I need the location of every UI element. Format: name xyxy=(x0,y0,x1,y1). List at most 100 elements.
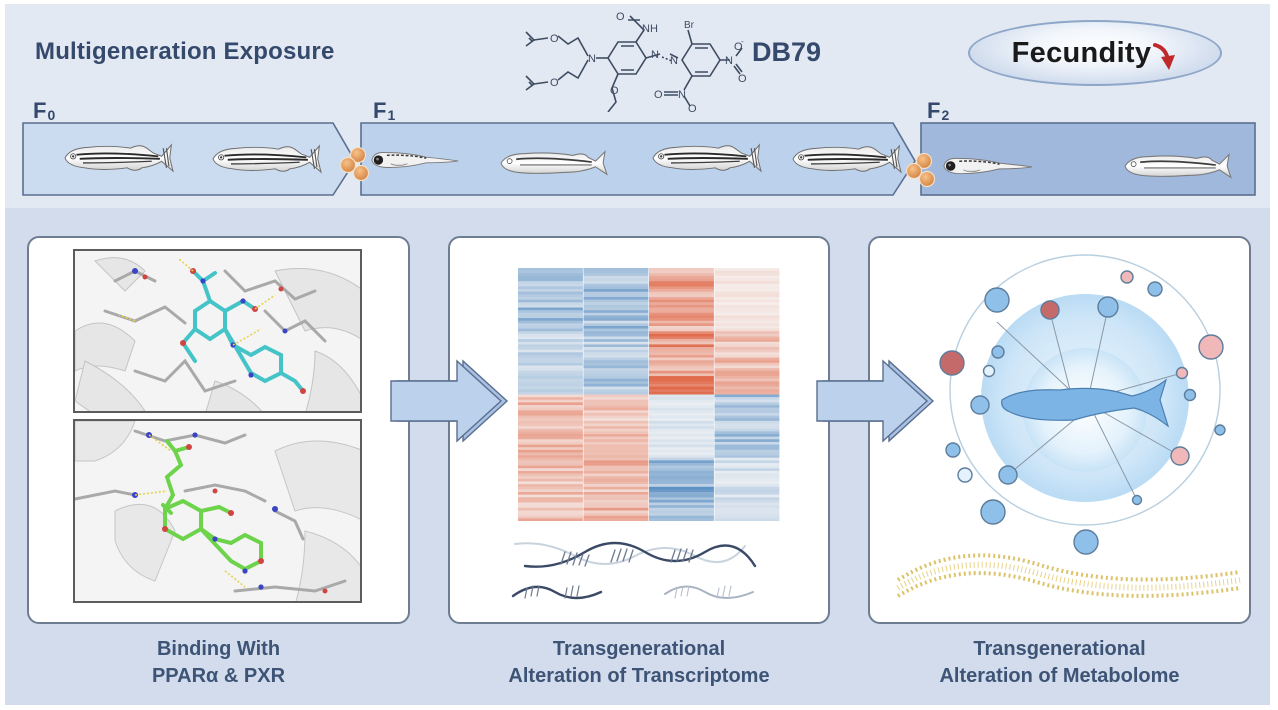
heatmap-cell xyxy=(714,325,780,329)
heatmap-cell xyxy=(714,299,780,303)
heatmap-cell xyxy=(583,386,649,390)
heatmap-cell xyxy=(649,481,714,485)
atom-n: N xyxy=(670,55,678,67)
heatmap-cell xyxy=(518,302,583,306)
heatmap-cell xyxy=(714,486,780,490)
heatmap-cell xyxy=(649,452,714,456)
heatmap-cell xyxy=(583,275,649,279)
heatmap-cell xyxy=(518,333,583,337)
flow-arrow-right xyxy=(390,359,509,443)
heatmap-cell xyxy=(714,518,780,521)
heatmap-cell xyxy=(583,273,649,277)
heatmap-cell xyxy=(583,410,649,414)
heatmap-cell xyxy=(518,489,583,493)
heatmap-cell xyxy=(714,281,780,285)
heatmap-cell xyxy=(583,278,649,282)
heatmap-cell xyxy=(649,515,714,519)
heatmap-cell xyxy=(518,478,583,482)
heatmap-cell xyxy=(649,315,714,319)
heatmap-cell xyxy=(714,465,780,469)
heatmap-cell xyxy=(583,444,649,448)
heatmap-cell xyxy=(518,360,583,364)
heatmap-cell xyxy=(649,318,714,322)
heatmap-cell xyxy=(583,426,649,430)
heatmap-cell xyxy=(518,336,583,340)
metabolite-nodes xyxy=(939,270,1226,555)
heatmap-cell xyxy=(583,341,649,345)
heatmap-cell xyxy=(583,373,649,377)
heatmap-cell xyxy=(714,436,780,440)
transcriptome-heatmap xyxy=(518,268,780,521)
heatmap-cell xyxy=(714,399,780,403)
heatmap-cell xyxy=(649,468,714,472)
heatmap-cell xyxy=(518,283,583,287)
caption-line: Binding With xyxy=(156,638,281,660)
heatmap-cell xyxy=(583,420,649,424)
heatmap-cell xyxy=(583,515,649,519)
heatmap-cell xyxy=(583,507,649,511)
atom-o: O xyxy=(738,73,747,85)
heatmap-cell xyxy=(649,518,714,521)
heatmap-cell xyxy=(714,347,780,350)
heatmap-cell xyxy=(583,484,649,488)
heatmap-cell xyxy=(518,299,583,303)
lipid-membrane-icon xyxy=(896,553,1241,598)
heatmap-cell xyxy=(649,368,714,372)
heatmap-cell xyxy=(518,423,583,427)
heatmap-cell xyxy=(518,389,583,393)
down-arrow-icon xyxy=(1153,43,1176,70)
atom-br: Br xyxy=(684,20,695,31)
heatmap-cell xyxy=(583,415,649,419)
heatmap-cell xyxy=(649,426,714,430)
heatmap-cell xyxy=(649,418,714,422)
heatmap-cell xyxy=(649,465,714,469)
heatmap-cell xyxy=(583,397,649,401)
heatmap-cell xyxy=(649,455,714,459)
heatmap-cell xyxy=(518,447,583,451)
heatmap-cell xyxy=(714,410,780,414)
heatmap-cell xyxy=(518,510,583,514)
heatmap-cell xyxy=(583,455,649,459)
heatmap-cell xyxy=(649,341,714,345)
heatmap-cell xyxy=(649,328,714,332)
heatmap-cell xyxy=(714,423,780,427)
heatmap-cell xyxy=(518,452,583,456)
heatmap-cell xyxy=(518,383,583,387)
atom-o: O xyxy=(734,41,743,53)
heatmap-cell xyxy=(714,389,780,393)
heatmap-cell xyxy=(518,339,583,343)
heatmap-cell xyxy=(714,470,780,474)
heatmap-cell xyxy=(518,436,583,440)
heatmap-cell xyxy=(714,494,780,498)
heatmap-cell xyxy=(583,310,649,314)
heatmap-cell xyxy=(583,486,649,490)
heatmap-cell xyxy=(649,444,714,448)
heatmap-cell xyxy=(583,389,649,393)
compound-name: DB79 xyxy=(752,37,822,67)
heatmap-cell xyxy=(649,394,714,398)
heatmap-cell xyxy=(518,499,583,503)
heatmap-cell xyxy=(649,378,714,382)
heatmap-cell xyxy=(649,439,714,443)
structure-bonds xyxy=(525,15,743,112)
heatmap-cell xyxy=(518,318,583,322)
heatmap-cell xyxy=(583,365,649,369)
heatmap-cell xyxy=(649,347,714,350)
generation-label-f0: F0 xyxy=(33,98,56,123)
heatmap-cell xyxy=(714,428,780,432)
caption-line: Alteration of Metabolome xyxy=(939,665,1180,687)
generation-label-f1: F1 xyxy=(373,98,396,123)
heatmap-cell xyxy=(583,499,649,503)
heatmap-cell xyxy=(649,291,714,295)
heatmap-cell xyxy=(649,296,714,300)
heatmap-cell xyxy=(649,449,714,453)
heatmap-cell xyxy=(518,296,583,300)
metabolome-network xyxy=(896,254,1241,598)
heatmap-cell xyxy=(518,481,583,485)
atom-nh: NH xyxy=(642,23,658,35)
heatmap-cell xyxy=(583,473,649,477)
heatmap-cell xyxy=(583,312,649,316)
heatmap-cell xyxy=(583,436,649,440)
heatmap-cell xyxy=(714,357,780,361)
heatmap-cell xyxy=(714,507,780,511)
